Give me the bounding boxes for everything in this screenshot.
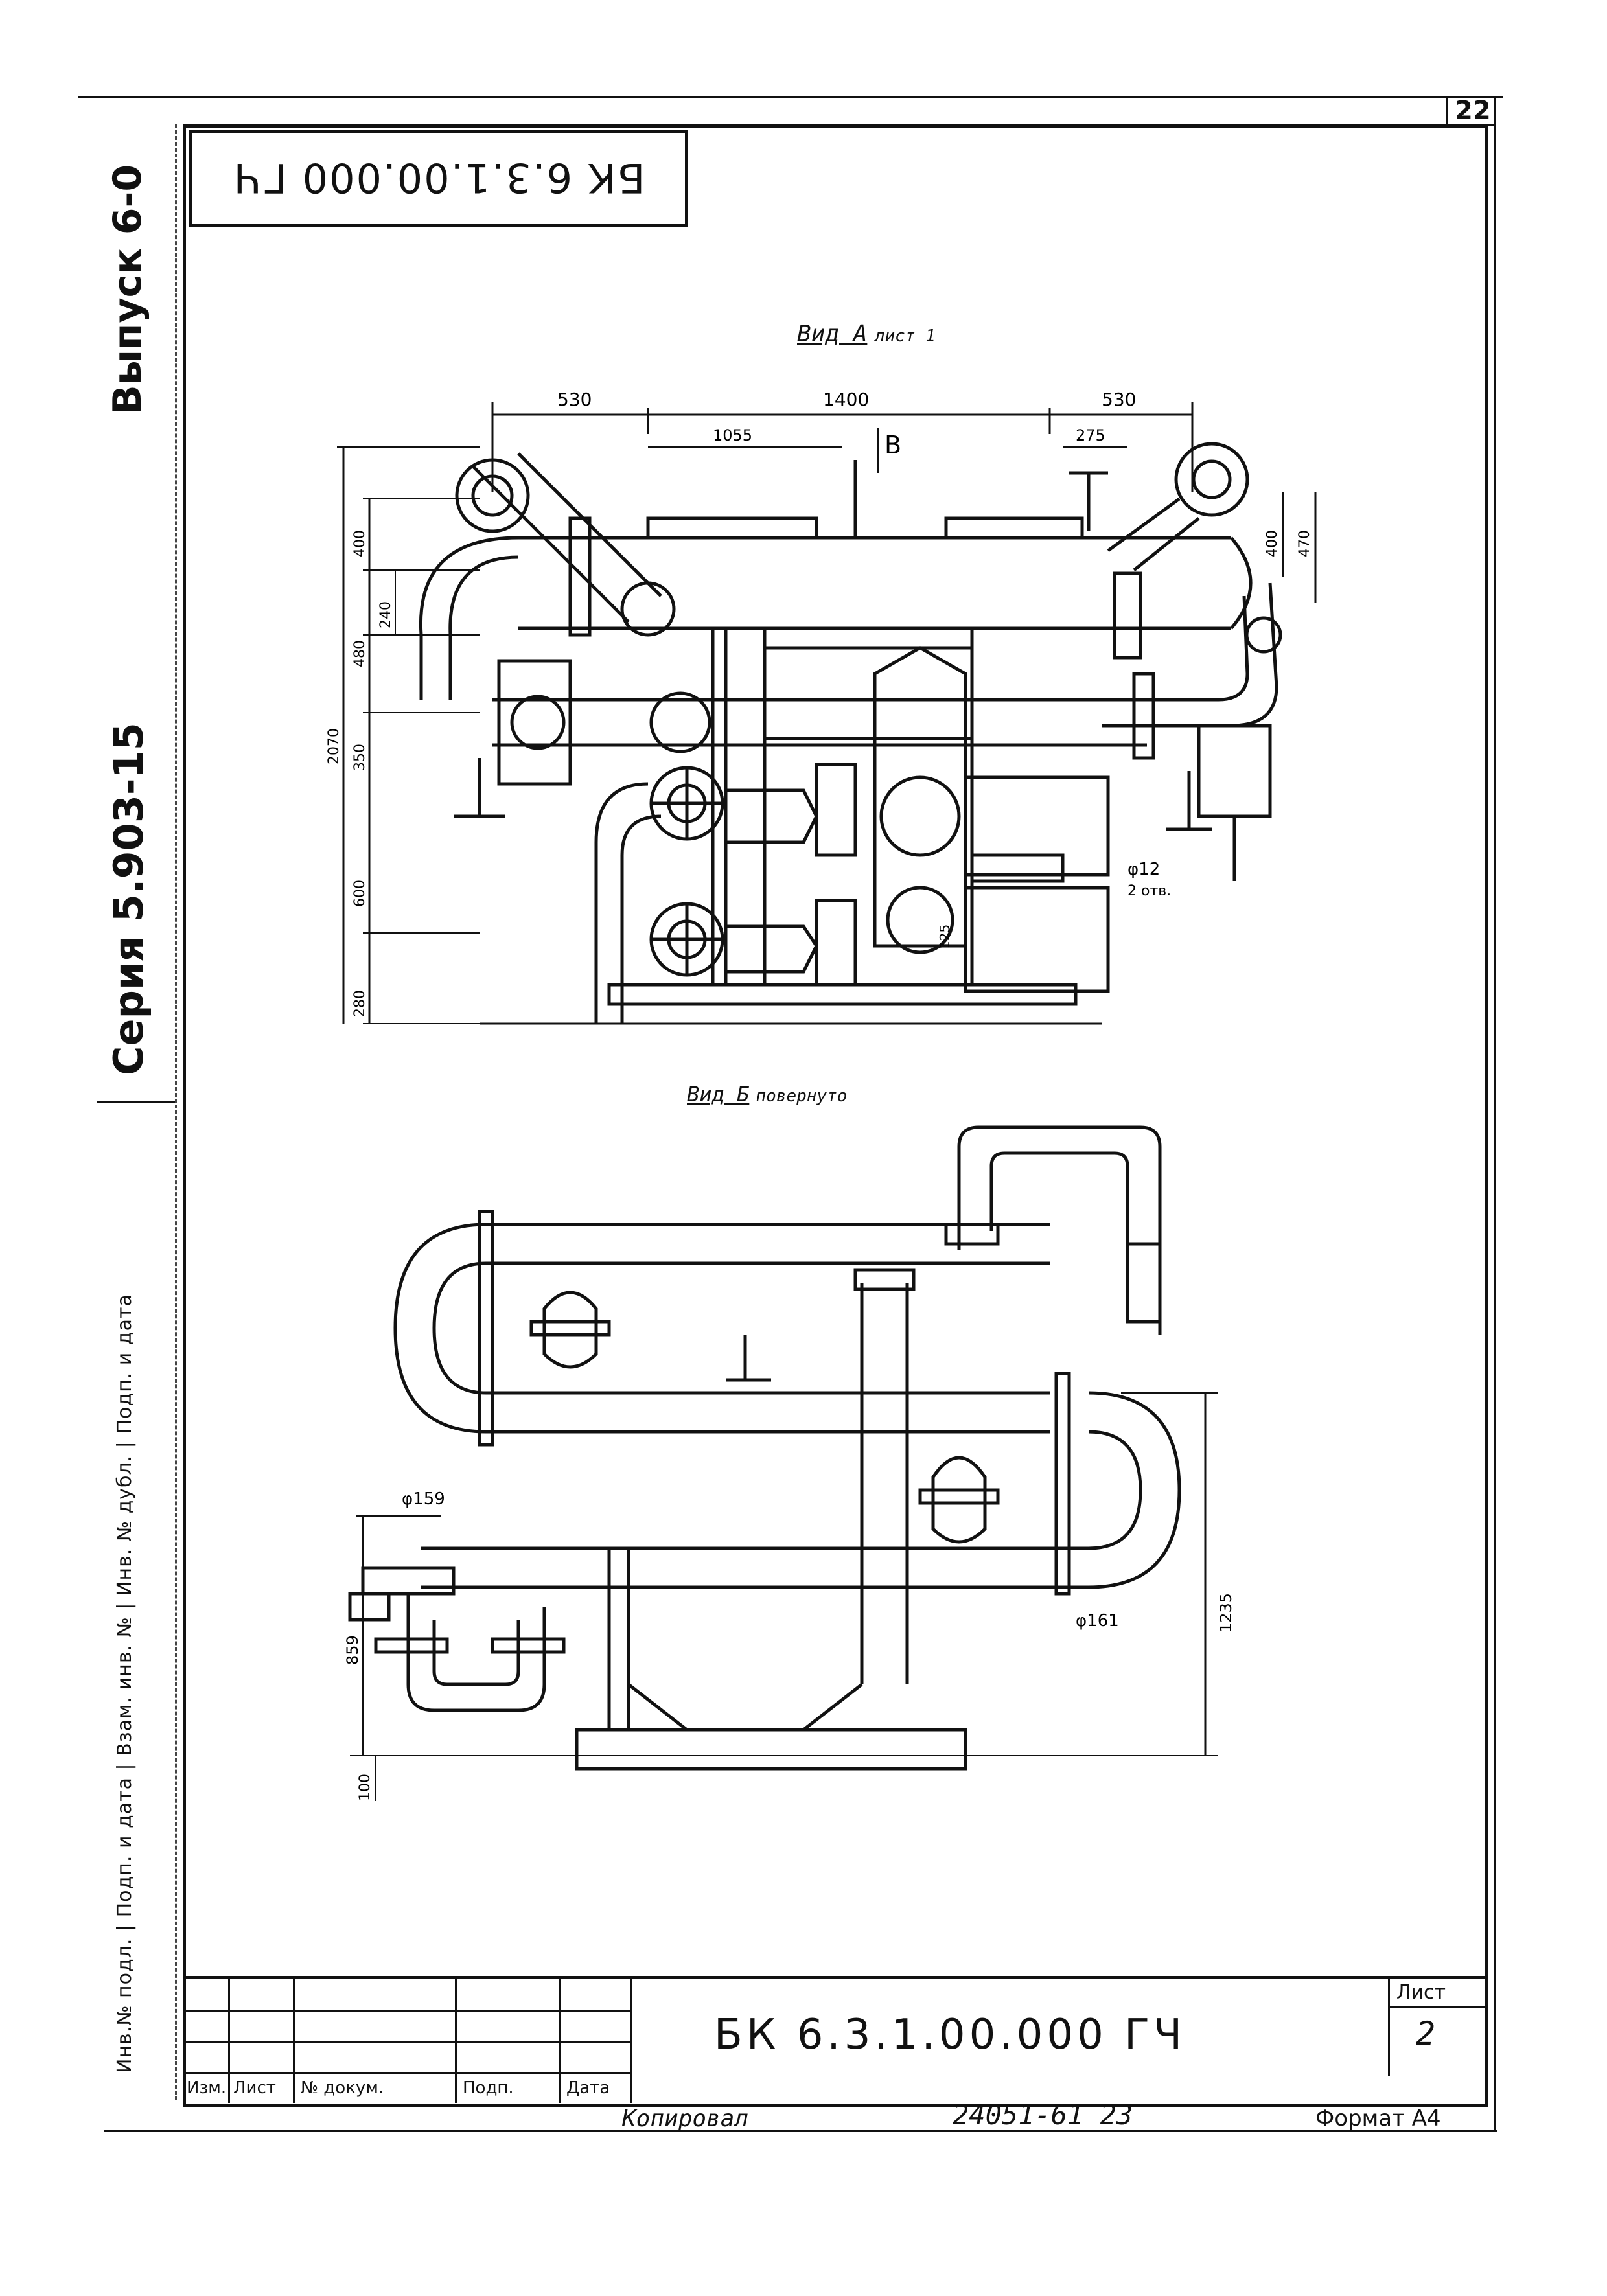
dim-159: φ159: [402, 1489, 445, 1509]
dim-350: 350: [352, 744, 368, 771]
dim-530-left: 530: [557, 389, 592, 410]
top-code-box: БК 6.3.1.00.000 ГЧ: [189, 130, 688, 227]
corner-sheet-number: 22: [1455, 96, 1491, 126]
header-izm: Изм.: [187, 2078, 227, 2098]
sheet-label: Лист: [1390, 1979, 1487, 2008]
copied-label: Копировал: [622, 2106, 749, 2132]
titleblock-headers: Изм. Лист № докум. Подп. Дата: [183, 2076, 630, 2102]
dim-2070: 2070: [326, 728, 342, 764]
bottom-border-line: [104, 2130, 1497, 2132]
view-b-title-suffix: повернуто: [756, 1086, 848, 1106]
dim-275: 275: [1076, 426, 1105, 444]
sheet-number: 2: [1416, 2015, 1436, 2052]
top-code: БК 6.3.1.00.000 ГЧ: [232, 154, 645, 202]
dim-280: 280: [352, 990, 368, 1017]
view-b-drawing: φ159 φ161 859 1235 100: [343, 1125, 1235, 1801]
view-b-title-main: Вид Б: [687, 1082, 750, 1107]
series-divider: [97, 1101, 175, 1103]
drawing-frame: [183, 124, 1488, 2107]
hole-note: φ12: [1127, 860, 1160, 879]
side-stamp-labels: Инв.№ подл. | Подп. и дата | Взам. инв. …: [113, 1294, 136, 2073]
header-list: Лист: [233, 2078, 276, 2098]
view-a-drawing: 530 1400 530 1055 275 В 400 470 400 480 …: [326, 389, 1317, 1025]
view-a-title: Вид А лист 1: [797, 321, 936, 347]
right-outer-line: [1494, 96, 1496, 2130]
dim-161: φ161: [1076, 1611, 1119, 1631]
dim-240: 240: [378, 601, 394, 628]
dim-1055: 1055: [713, 426, 752, 444]
view-a-title-suffix: лист 1: [874, 327, 936, 346]
dim-400-left: 400: [352, 530, 368, 557]
format-label: Формат А4: [1315, 2106, 1441, 2131]
issue-label: Выпуск 6-0: [105, 164, 150, 415]
view-a-title-main: Вид А: [797, 321, 868, 347]
dim-530-right: 530: [1102, 389, 1136, 410]
dim-100: 100: [357, 1774, 373, 1801]
order-number: 24051-61 23: [953, 2099, 1133, 2131]
corner-sheet-number-box: 22: [1446, 96, 1494, 126]
dim-1400: 1400: [823, 389, 869, 410]
dim-1235: 1235: [1217, 1593, 1235, 1633]
view-b-title: Вид Б повернуто: [687, 1082, 847, 1107]
dim-480: 480: [352, 640, 368, 667]
header-date: Дата: [566, 2078, 610, 2098]
hole-count: 2 отв.: [1127, 883, 1171, 899]
dim-600: 600: [352, 880, 368, 907]
top-border-line: [78, 96, 1503, 98]
title-block: Изм. Лист № докум. Подп. Дата БК 6.3.1.0…: [183, 1976, 1487, 2103]
dim-470: 470: [1297, 530, 1313, 557]
sheet-number-box: Лист 2: [1388, 1979, 1487, 2076]
series-label: Серия 5.903-15: [105, 722, 152, 1075]
left-column-divider: [175, 124, 177, 2100]
header-sign: Подп.: [463, 2078, 514, 2098]
titleblock-code: БК 6.3.1.00.000 ГЧ: [714, 2011, 1186, 2059]
header-doc: № докум.: [301, 2078, 384, 2098]
section-mark-b: В: [884, 431, 901, 459]
dim-859: 859: [343, 1635, 362, 1665]
dim-125: 125: [937, 924, 953, 949]
dim-400-right: 400: [1264, 530, 1280, 557]
